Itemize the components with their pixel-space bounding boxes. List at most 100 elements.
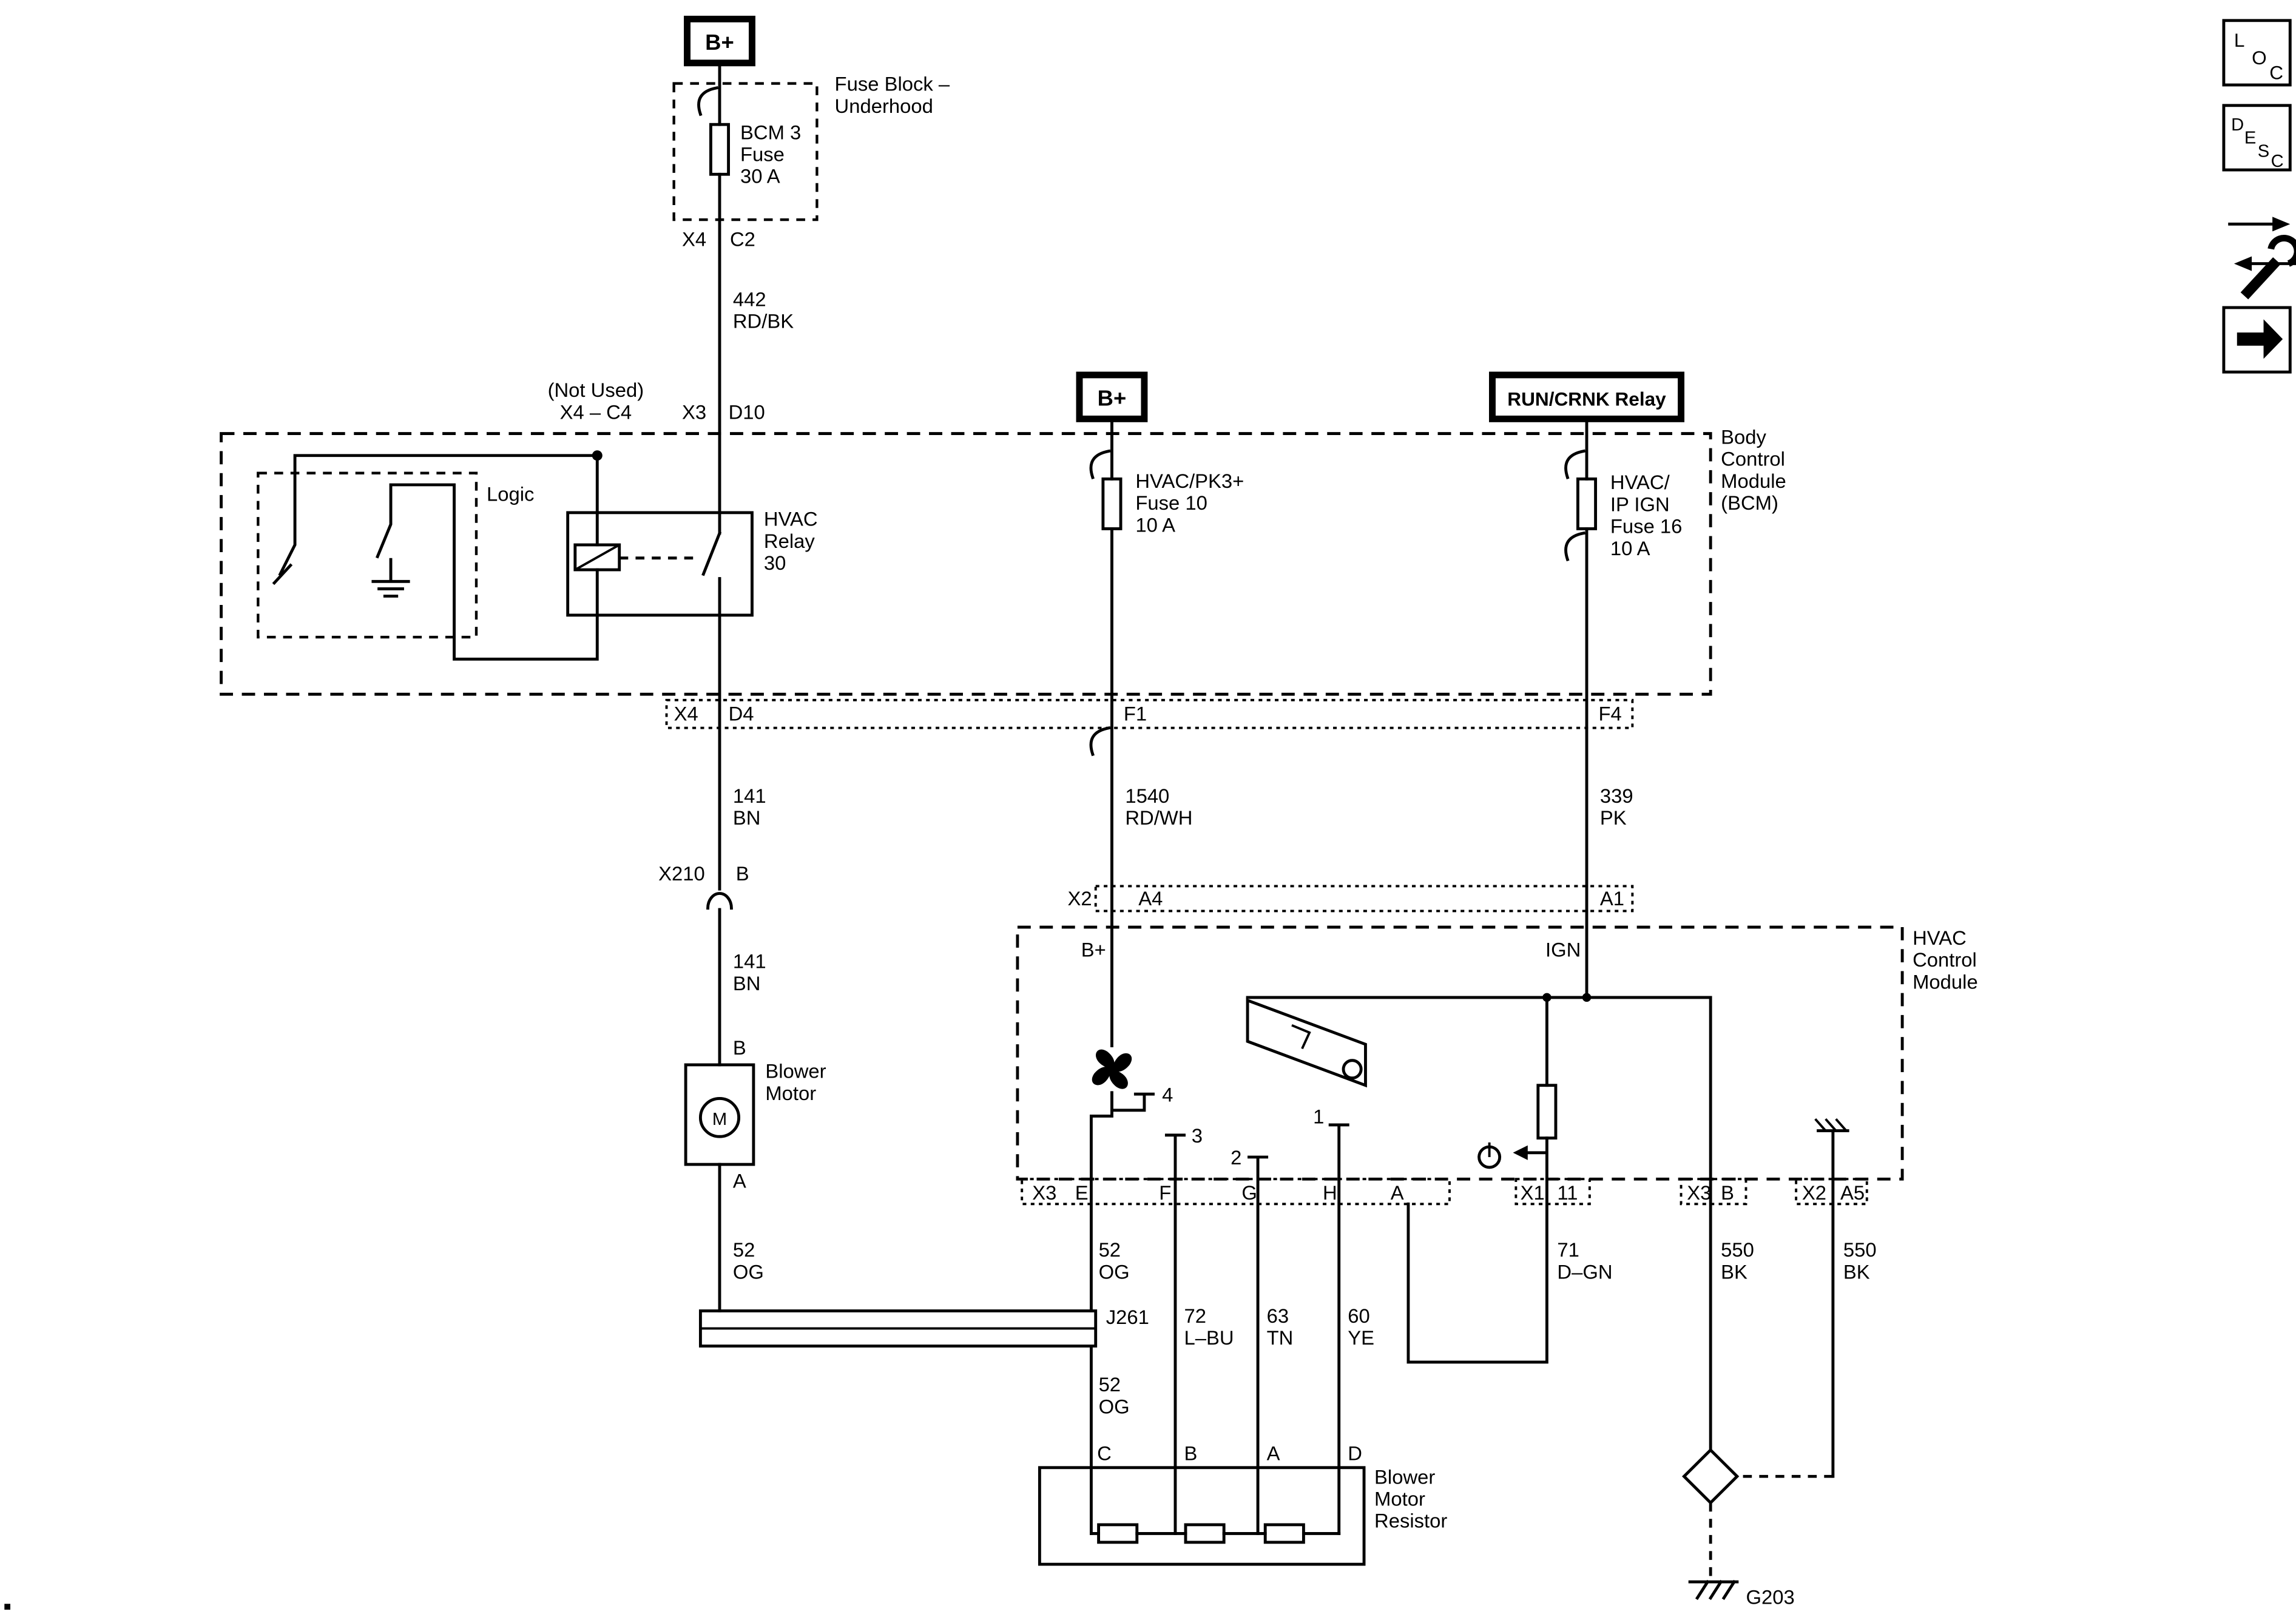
j261-splice: J261 bbox=[698, 1306, 1149, 1348]
fuse-block-underhood: Fuse Block – Underhood BCM 3 Fuse 30 A X… bbox=[672, 73, 950, 251]
connector-f1: F1 bbox=[1124, 703, 1147, 725]
wire-550b-label: 550 bbox=[1843, 1238, 1877, 1261]
next-button-box[interactable] bbox=[2222, 306, 2292, 374]
wire-52b-label: 52 bbox=[1099, 1238, 1121, 1261]
next-button[interactable] bbox=[2222, 306, 2292, 374]
connector-x210: X210 bbox=[658, 862, 705, 885]
right-arrow-icon bbox=[2237, 319, 2283, 359]
pk3-fuse-label: 10 A bbox=[1135, 513, 1175, 536]
desc-letter: C bbox=[2271, 152, 2284, 171]
wire-339-label: 339 bbox=[1600, 785, 1633, 807]
fuse-block-label: Underhood bbox=[835, 95, 933, 117]
switch-pos-1: 1 bbox=[1313, 1106, 1324, 1128]
blower-switch-icon bbox=[1246, 998, 1367, 1088]
blower-motor: B M Blower Motor A 52 OG bbox=[684, 1036, 826, 1283]
ign-fuse-icon bbox=[1576, 477, 1598, 530]
wire-71-label: D–GN bbox=[1557, 1260, 1612, 1283]
power-symbol-icon bbox=[1477, 1142, 1528, 1169]
ground-section: G203 bbox=[1681, 1448, 1795, 1608]
wire-141-label: 141 bbox=[733, 785, 766, 807]
wire-550b-label: BK bbox=[1843, 1260, 1870, 1283]
connector-x3: X3 bbox=[682, 400, 706, 423]
resistor-pin-a: A bbox=[1267, 1442, 1280, 1465]
connector-f4: F4 bbox=[1598, 703, 1621, 725]
wire-141b-label: BN bbox=[733, 972, 761, 994]
not-used-label: (Not Used) bbox=[548, 379, 644, 401]
loc-button[interactable]: L O C bbox=[2222, 19, 2292, 87]
b-plus-tag-box-2 bbox=[1076, 371, 1148, 422]
hvac-relay-box bbox=[566, 511, 754, 617]
wire-52a-label: OG bbox=[733, 1260, 764, 1283]
wire-labels-upper: 442 RD/BK (Not Used) X4 – C4 X3 D10 bbox=[548, 288, 794, 424]
hvac-relay-label: HVAC bbox=[764, 508, 818, 530]
module-top-connector-strip bbox=[1094, 885, 1634, 913]
wire-52b-label: OG bbox=[1099, 1260, 1130, 1283]
blower-motor-label: Motor bbox=[765, 1082, 816, 1104]
fan-icon bbox=[1092, 1049, 1132, 1089]
switch-notch bbox=[1291, 1024, 1311, 1050]
hvac-control-module: X2 A4 A1 B+ IGN HVAC Control Module bbox=[1016, 885, 1978, 1206]
ign-fuse-label: Fuse 16 bbox=[1610, 515, 1683, 538]
desc-button[interactable]: D E S C bbox=[2222, 104, 2292, 172]
resistor-label: Blower bbox=[1374, 1465, 1435, 1488]
run-crnk-relay-box bbox=[1489, 371, 1685, 422]
hvac-module-label: HVAC bbox=[1913, 927, 1967, 949]
splice-diamond-icon bbox=[1681, 1448, 1740, 1505]
connector-x3-bottom: X3 bbox=[1032, 1181, 1056, 1204]
g203-ground-symbol bbox=[1688, 1579, 1739, 1600]
service-tools-button[interactable] bbox=[2228, 217, 2296, 300]
bcm3-fuse-icon bbox=[709, 123, 731, 176]
wire-63-label: 63 bbox=[1267, 1305, 1289, 1327]
j261-label: J261 bbox=[1106, 1306, 1149, 1328]
switch-tap-wires bbox=[1110, 1092, 1349, 1535]
loc-letter: O bbox=[2252, 47, 2267, 69]
hvac-relay-label: 30 bbox=[764, 552, 786, 574]
module-resistor-icon bbox=[1536, 1084, 1558, 1140]
connector-x4-bottom: X4 bbox=[674, 703, 698, 725]
wire-labels-lower: 52 OG 71 D–GN 550 BK 550 BK 72 L–BU 63 T… bbox=[1099, 1238, 1877, 1417]
resistor-box bbox=[1038, 1466, 1366, 1566]
loc-button-box[interactable] bbox=[2222, 19, 2292, 87]
pin-a5: A5 bbox=[1840, 1181, 1865, 1204]
corner-toolbar: L O C D E S C bbox=[2222, 19, 2296, 374]
not-used-label: X4 – C4 bbox=[560, 400, 632, 423]
x2a5-connector-strip bbox=[1795, 1178, 1868, 1206]
connector-strip bbox=[665, 698, 1634, 729]
wire-52c-label: OG bbox=[1099, 1396, 1130, 1418]
resistor-pin-d: D bbox=[1348, 1442, 1362, 1465]
wrench-jaw bbox=[2267, 235, 2296, 267]
bcm-label: Module bbox=[1721, 470, 1786, 492]
fuse-block-label: Fuse Block – bbox=[835, 73, 950, 95]
wire-60-label: 60 bbox=[1348, 1305, 1369, 1327]
fuse-block-outline bbox=[672, 82, 819, 221]
b-plus-tag-2: B+ bbox=[1098, 386, 1127, 411]
module-internal-wires bbox=[1246, 996, 1849, 1478]
pin-a: A bbox=[1391, 1181, 1404, 1204]
pin-h: H bbox=[1323, 1181, 1337, 1204]
bcm3-fuse-label: Fuse bbox=[740, 143, 785, 166]
desc-button-box[interactable] bbox=[2222, 104, 2292, 172]
pk3-fuse-label: HVAC/PK3+ bbox=[1135, 470, 1244, 492]
switch-pos-3: 3 bbox=[1192, 1124, 1203, 1147]
wire-52c-label: 52 bbox=[1099, 1373, 1121, 1396]
wire-141-label: BN bbox=[733, 806, 761, 829]
relay-coil-diagonal bbox=[574, 544, 620, 571]
blower-pin-b: B bbox=[733, 1036, 746, 1059]
blower-motor-resistor: C B A D Blower Motor Resistor bbox=[1038, 1442, 1447, 1566]
x210-inline-connector bbox=[706, 892, 733, 910]
switch-pos-4: 4 bbox=[1162, 1083, 1173, 1106]
connector-x4: X4 bbox=[682, 228, 706, 251]
pin-b-plus-label: B+ bbox=[1081, 938, 1106, 960]
logic-label: Logic bbox=[487, 483, 534, 505]
hvac-module-label: Control bbox=[1913, 948, 1977, 971]
connector-x210-b: B bbox=[736, 862, 749, 885]
junction-dot bbox=[592, 450, 603, 461]
wrench-icon bbox=[2240, 257, 2281, 300]
resistor-pin-b: B bbox=[1184, 1442, 1198, 1465]
connector-a1: A1 bbox=[1600, 887, 1624, 910]
desc-letter: E bbox=[2244, 129, 2256, 148]
wire-550a-label: BK bbox=[1721, 1260, 1747, 1283]
loc-letter: L bbox=[2234, 30, 2245, 51]
pin-e: E bbox=[1075, 1181, 1089, 1204]
resistor-label: Resistor bbox=[1374, 1510, 1447, 1532]
